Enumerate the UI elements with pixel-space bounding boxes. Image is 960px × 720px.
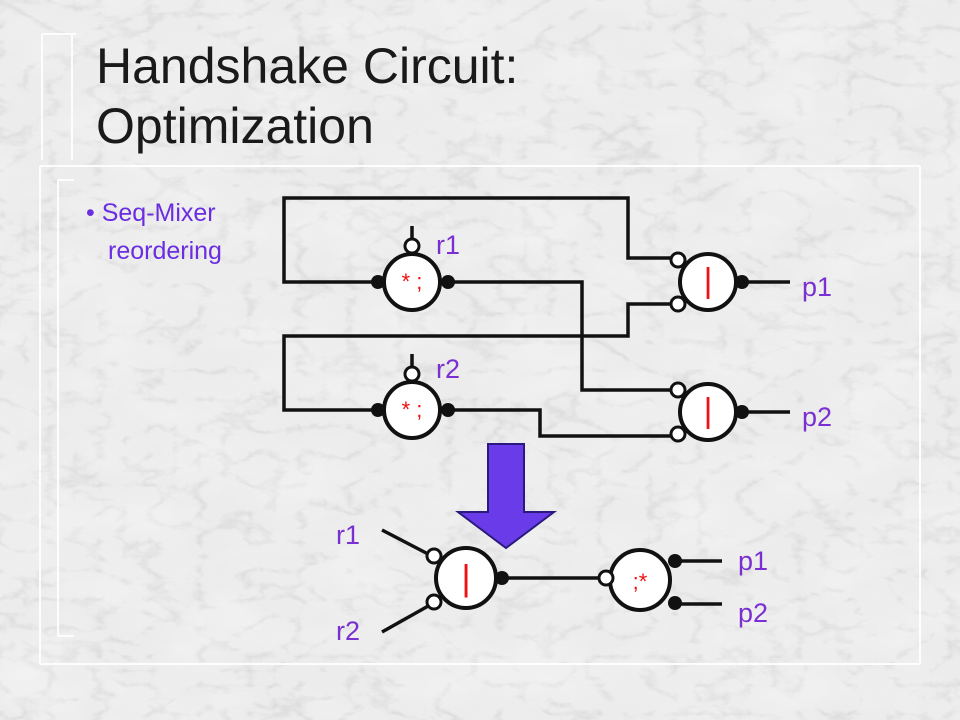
- label-r1-top: r1: [436, 230, 460, 260]
- wire-r2-in: [381, 603, 431, 634]
- mixer-component-1: |: [669, 251, 749, 313]
- label-p2-top: p2: [802, 402, 832, 432]
- r2-port: [403, 365, 421, 383]
- label-r1-bottom: r1: [336, 520, 360, 550]
- label-r2-bottom: r2: [336, 616, 360, 646]
- bullet-point: • Seq-Mixer reordering: [86, 194, 222, 270]
- mix-operator-3: |: [461, 557, 470, 598]
- slide-title: Handshake Circuit: Optimization: [96, 36, 518, 156]
- sequencer-component-3: ;*: [597, 548, 682, 612]
- wire-loop-2: [282, 302, 676, 412]
- mix-operator-2: |: [704, 392, 713, 430]
- label-r2-top: r2: [436, 354, 460, 384]
- wire-loop-1: [282, 196, 676, 284]
- bullet-line-1: Seq-Mixer: [101, 199, 216, 227]
- wire-r1-in: [381, 528, 431, 557]
- top-circuit: [282, 196, 790, 438]
- sequencer-component-2: * ;: [371, 365, 455, 440]
- label-p1-top: p1: [802, 272, 832, 302]
- seq-operator-1: * ;: [402, 269, 423, 294]
- down-arrow-icon: [455, 443, 557, 550]
- mix-operator-1: |: [704, 262, 713, 300]
- label-p2-bottom: p2: [738, 598, 768, 628]
- title-line-1: Handshake Circuit:: [96, 38, 519, 94]
- r1-port: [403, 237, 421, 255]
- wire-cross-1: [450, 280, 676, 392]
- seq-operator-3: ;*: [633, 569, 648, 594]
- sequencer-component-1: * ;: [371, 237, 455, 312]
- wire-cross-2: [450, 408, 676, 438]
- slide-frame: [39, 33, 921, 665]
- label-p1-bottom: p1: [738, 546, 768, 576]
- title-line-2: Optimization: [96, 98, 374, 154]
- bullet-marker: •: [86, 199, 95, 227]
- bottom-circuit: [381, 528, 722, 634]
- seq-operator-2: * ;: [402, 397, 423, 422]
- mixer-component-2: |: [669, 381, 749, 443]
- bullet-line-2: reordering: [108, 237, 222, 265]
- mixer-component-3: |: [425, 546, 509, 611]
